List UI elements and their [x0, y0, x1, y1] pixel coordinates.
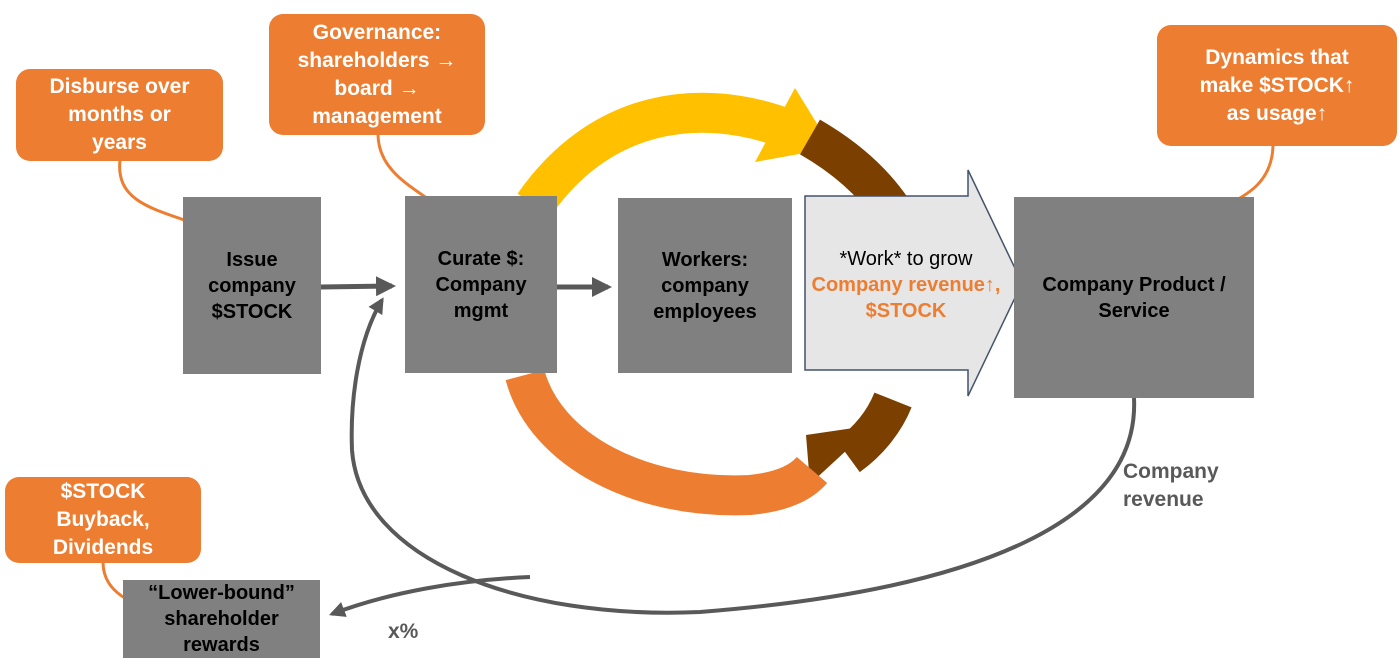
lower-bound-rewards-box: “Lower-bound” shareholder rewards [123, 580, 320, 658]
workers-box: Workers: company employees [618, 198, 792, 373]
dynamics-line-2: make $STOCK↑ [1199, 73, 1355, 97]
cycle-arrowhead-brown [806, 425, 874, 484]
buyback-line-3: Dividends [52, 536, 154, 559]
work-arrow-text: *Work* to grow Company revenue↑, $STOCK [800, 240, 1012, 330]
company-product-box: Company Product / Service [1014, 197, 1254, 398]
curate-mgmt-box: Curate $: Company mgmt [405, 196, 557, 373]
work-arrow-line-3: $STOCK [865, 300, 947, 322]
governance-line-2: shareholders → [297, 48, 457, 72]
workers-line-3: employees [653, 300, 757, 323]
governance-line-4: management [312, 104, 442, 128]
curate-line-2: Company [435, 273, 527, 296]
issue-line-1: Issue [226, 248, 278, 271]
rewards-line-3: rewards [183, 634, 260, 656]
company-revenue-label: Company revenue [1123, 458, 1219, 514]
buyback-line-2: Buyback, [56, 508, 150, 531]
curate-line-1: Curate $: [437, 247, 525, 270]
work-arrow-line-1: *Work* to grow [839, 248, 973, 270]
disburse-line-2: months or [68, 103, 171, 126]
percent-text: x% [388, 620, 419, 643]
curate-line-3: mgmt [453, 299, 509, 322]
disburse-line-3: years [92, 131, 147, 154]
rewards-line-2: shareholder [164, 608, 279, 630]
product-line-1: Company Product / [1042, 273, 1226, 296]
work-arrow-line-2: Company revenue↑, [811, 274, 1001, 296]
issue-line-3: $STOCK [211, 300, 293, 323]
callout-governance: Governance: shareholders → board → manag… [269, 14, 485, 135]
cycle-arc-yellow [517, 92, 798, 217]
buyback-line-1: $STOCK [60, 480, 146, 503]
dynamics-line-1: Dynamics that [1205, 45, 1349, 69]
issue-stock-box: Issue company $STOCK [183, 197, 321, 374]
percent-label: x% [388, 618, 418, 646]
governance-line-1: Governance: [312, 20, 442, 44]
cycle-arc-brown-bottom [835, 392, 912, 473]
disburse-line-1: Disburse over [49, 75, 190, 98]
governance-line-3: board → [334, 76, 420, 100]
dynamics-line-3: as usage↑ [1226, 101, 1328, 125]
rewards-line-1: “Lower-bound” [148, 582, 295, 604]
issue-line-2: company [208, 274, 296, 297]
workers-line-1: Workers: [661, 248, 749, 271]
revenue-loop-line [349, 297, 1137, 615]
company-revenue-line-2: revenue [1123, 488, 1204, 511]
callout-dynamics: Dynamics that make $STOCK↑ as usage↑ [1157, 25, 1397, 146]
work-chevron-arrow [804, 169, 1023, 397]
product-line-2: Service [1098, 299, 1170, 322]
workers-line-2: company [661, 274, 749, 297]
cycle-arc-orange [505, 368, 828, 516]
company-revenue-line-1: Company [1123, 460, 1219, 483]
revenue-split-line [329, 575, 531, 617]
arrow-issue-to-curate [320, 276, 396, 297]
callout-buyback: $STOCK Buyback, Dividends [5, 477, 201, 563]
callout-disburse: Disburse over months or years [16, 69, 223, 161]
